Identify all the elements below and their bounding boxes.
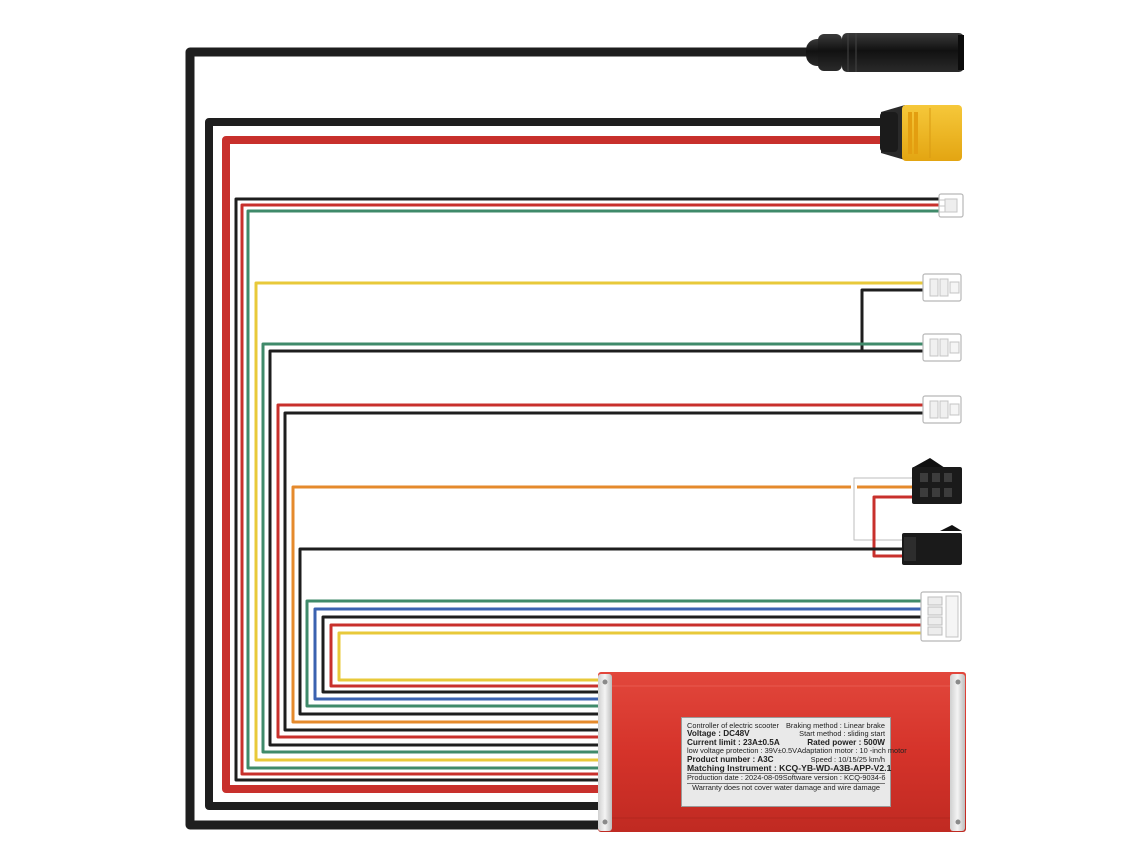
label-cell: Rated power : 500W [807, 737, 885, 747]
wire-orange [291, 485, 912, 724]
controller-spec-label: Controller of electric scooter Braking m… [681, 717, 907, 807]
wire-hall-green [246, 209, 940, 770]
wire-4pin-green [305, 599, 925, 708]
wire-4pin-black [321, 615, 925, 694]
matching-instrument: Matching Instrument : KCQ-YB-WD-A3B-APP-… [687, 763, 892, 774]
sm-female-connector [902, 525, 962, 565]
wire-xt-red [222, 136, 885, 793]
wire-black-2 [268, 349, 925, 747]
wire-4pin-yellow [337, 631, 925, 682]
wire-hall-red [240, 203, 940, 776]
wire-barrel-black [185, 47, 815, 830]
right-end-cap [950, 674, 965, 831]
label-cell: Braking method : Linear brake [785, 721, 885, 730]
yellow-2pin-connector [922, 273, 962, 302]
wire-harness [185, 47, 940, 830]
label-cell: low voltage protection : 39V±0.5V [687, 746, 798, 756]
sm-male-connector [912, 458, 962, 504]
production-date: Production date : 2024-08-09 [687, 773, 783, 783]
wire-black-4 [298, 547, 905, 716]
software-version: Software version : KCQ-9034-6 [782, 773, 886, 783]
label-cell: Product number : A3C [687, 754, 774, 764]
label-row-1: Controller of electric scooter Braking m… [687, 721, 885, 730]
label-cell: Speed : 10/15/25 km/h [810, 754, 885, 764]
wire-sm-white-edge [853, 477, 912, 541]
label-cell: Start method : sliding start [799, 729, 885, 739]
label-cell: Controller of electric scooter [687, 721, 780, 730]
label-cell: Voltage : DC48V [687, 729, 750, 739]
dc-barrel-connector [806, 33, 964, 72]
label-row-3: Current limit : 23A±0.5A Rated power : 5… [687, 737, 885, 747]
wire-yellow [254, 281, 925, 762]
label-row-dates: Production date : 2024-08-09 Software ve… [687, 773, 886, 784]
label-row-5: Product number : A3C Speed : 10/15/25 km… [687, 754, 885, 764]
label-cell: Adaptation motor : 10 -inch motor [797, 746, 907, 756]
wire-hall-black [234, 197, 940, 782]
wire-green [261, 342, 925, 754]
wire-4pin-red [329, 623, 925, 688]
label-cell: Current limit : 23A±0.5A [687, 737, 780, 747]
wire-jumper-black [860, 288, 925, 350]
xt60-connector [880, 105, 962, 161]
4pin-signal-connector [920, 591, 962, 642]
red-black-2pin-connector [922, 395, 962, 424]
wire-black-3 [283, 411, 925, 732]
wire-xt-black [205, 118, 885, 810]
label-row-warranty: Warranty does not cover water damage and… [687, 782, 885, 792]
warranty-note: Warranty does not cover water damage and… [692, 782, 880, 792]
wire-4pin-blue [313, 607, 925, 701]
left-end-cap [598, 674, 612, 831]
wire-red-2 [276, 403, 925, 739]
label-row-2: Voltage : DC48V Start method : sliding s… [687, 729, 885, 739]
label-row-4: low voltage protection : 39V±0.5V Adapta… [687, 746, 907, 756]
green-black-2pin-connector [922, 333, 962, 362]
hall-3pin-connector [938, 193, 964, 218]
wire-sm-red [872, 495, 912, 558]
label-row-instrument: Matching Instrument : KCQ-YB-WD-A3B-APP-… [687, 764, 891, 773]
